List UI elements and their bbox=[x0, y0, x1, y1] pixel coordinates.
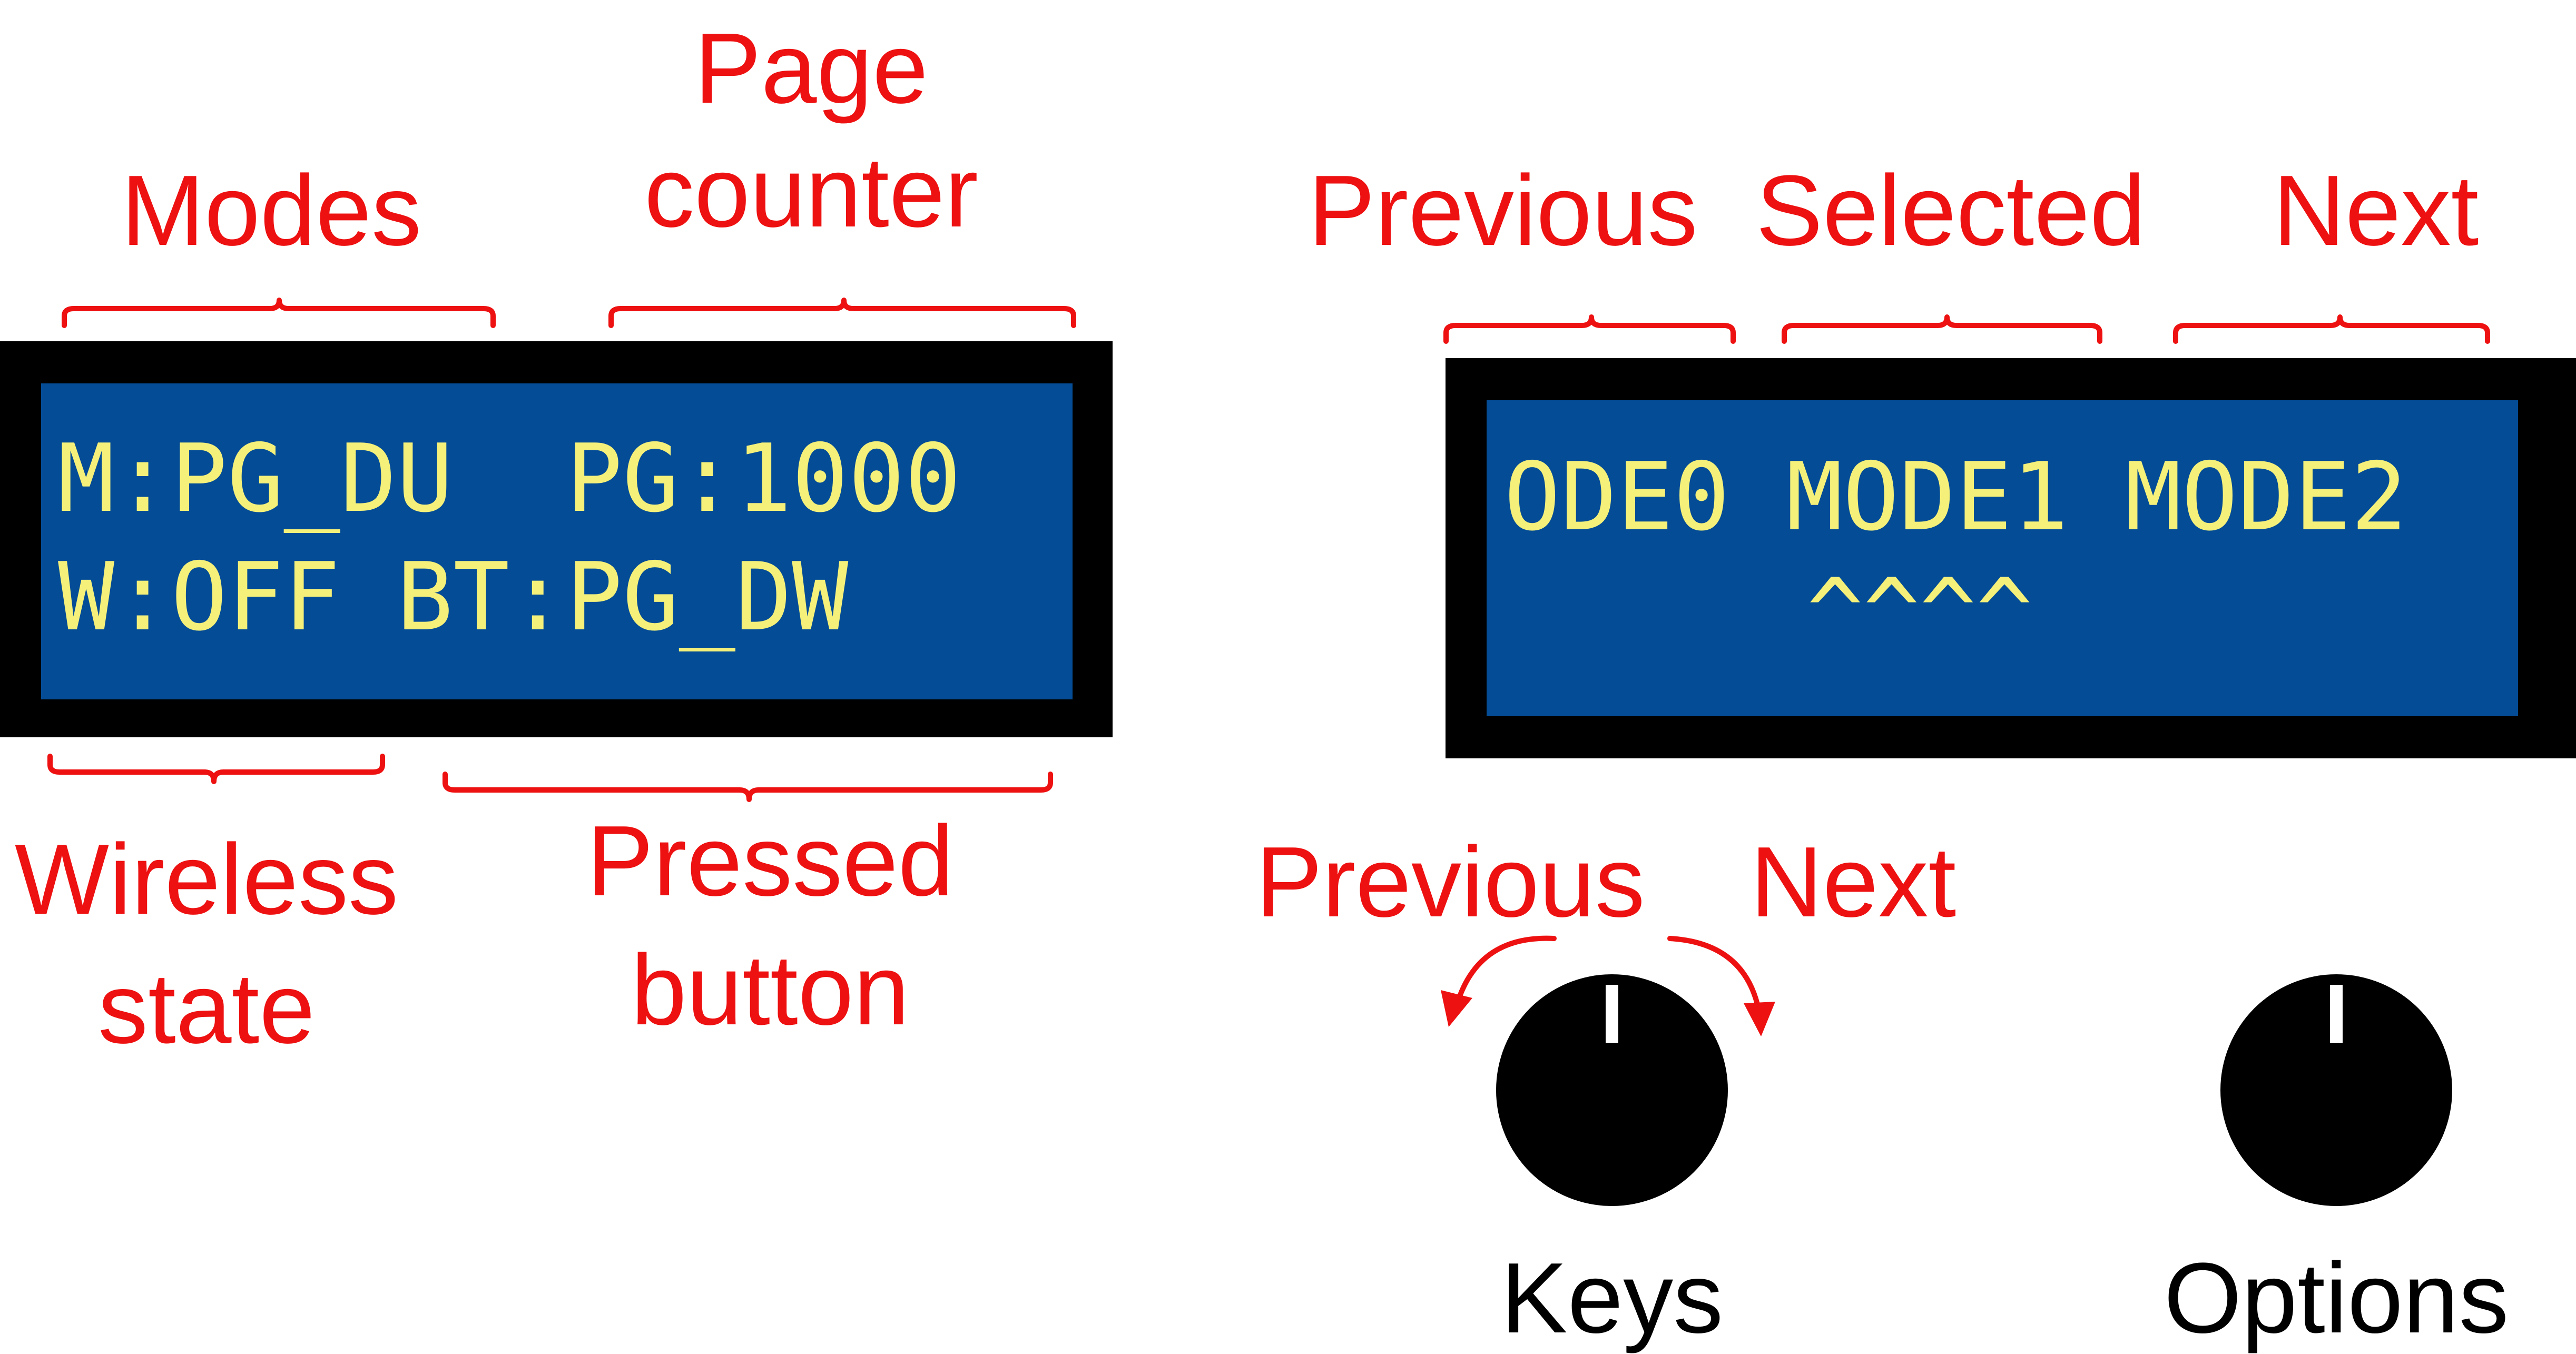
options-knob-indicator bbox=[2330, 985, 2343, 1043]
modes-bracket bbox=[62, 298, 496, 328]
label-wireless: Wireless bbox=[14, 824, 399, 935]
arrowhead-left bbox=[1441, 990, 1472, 1027]
label-selected-top: Selected bbox=[1756, 155, 2146, 266]
options-knob bbox=[2220, 974, 2452, 1206]
label-keys: Keys bbox=[1500, 1242, 1724, 1354]
label-state: state bbox=[98, 953, 315, 1064]
left-lcd-screen bbox=[41, 383, 1073, 699]
arrowhead-right bbox=[1744, 1002, 1775, 1036]
left-lcd-line-2: W:OFF BT:PG_DW bbox=[58, 542, 849, 651]
label-page: Page bbox=[694, 13, 928, 124]
label-previous-top: Previous bbox=[1308, 155, 1698, 266]
page-counter-bracket bbox=[608, 298, 1076, 328]
label-modes: Modes bbox=[121, 155, 422, 266]
label-next-top: Next bbox=[2273, 155, 2479, 266]
rotary-knob-icon bbox=[1496, 974, 2452, 1206]
label-next-knob: Next bbox=[1750, 826, 1956, 938]
keys-knob-indicator bbox=[1606, 985, 1618, 1043]
curved-arrow-left-icon bbox=[1456, 935, 1557, 1003]
right-lcd-line-1: ODE0 MODE1 MODE2 bbox=[1504, 442, 2407, 551]
next-bracket bbox=[2173, 314, 2490, 344]
right-lcd-selection-marker: ^^^^ bbox=[1807, 558, 2033, 667]
selected-bracket bbox=[1782, 314, 2102, 344]
left-lcd-line-1: M:PG_DU PG:1000 bbox=[58, 424, 961, 533]
previous-bracket bbox=[1443, 314, 1736, 344]
label-previous-knob: Previous bbox=[1255, 826, 1645, 938]
curved-arrow-right-icon bbox=[1667, 936, 1761, 1011]
keys-knob bbox=[1496, 974, 1728, 1206]
wireless-state-bracket bbox=[47, 754, 385, 784]
label-button: button bbox=[631, 934, 910, 1046]
right-lcd-screen bbox=[1487, 400, 2518, 716]
label-pressed: Pressed bbox=[586, 805, 954, 917]
pressed-button-bracket bbox=[443, 772, 1053, 802]
label-options: Options bbox=[2164, 1242, 2509, 1354]
label-counter: counter bbox=[644, 136, 978, 248]
